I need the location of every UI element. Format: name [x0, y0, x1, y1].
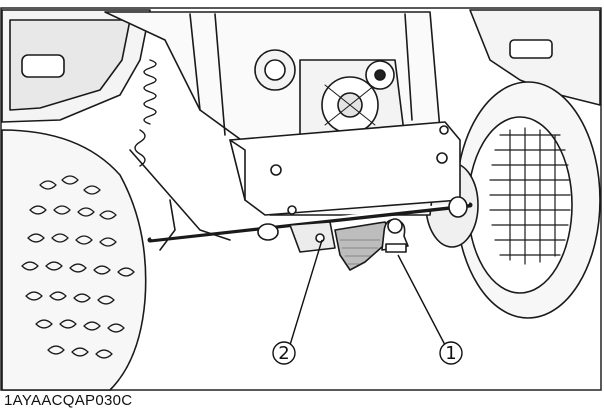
callout-number-1: 1	[445, 343, 456, 364]
leader-line-1	[397, 254, 446, 346]
tail-light-left	[21, 54, 65, 78]
left-tire-tread	[21, 175, 135, 359]
callout-2: 2	[272, 341, 296, 365]
tractor-underside-drawing	[1, 9, 601, 391]
hitch-plate	[334, 221, 393, 271]
callout-leaders	[289, 239, 446, 346]
steering-linkage	[129, 149, 231, 251]
callout-circle-2	[272, 341, 296, 365]
callout-circle-1	[439, 341, 463, 365]
right-tire-tread	[489, 127, 571, 265]
callout-number-2: 2	[278, 343, 289, 364]
hitch-bracket	[289, 221, 336, 253]
axle-tie-rod	[147, 196, 473, 243]
callout-1: 1	[439, 341, 463, 365]
tail-light-right	[509, 39, 553, 59]
hitch-plate-texture	[339, 239, 381, 265]
suspension-spring	[134, 59, 157, 167]
figure-code: 1AYAACQAP030C	[4, 392, 133, 409]
leader-line-2	[289, 239, 323, 346]
